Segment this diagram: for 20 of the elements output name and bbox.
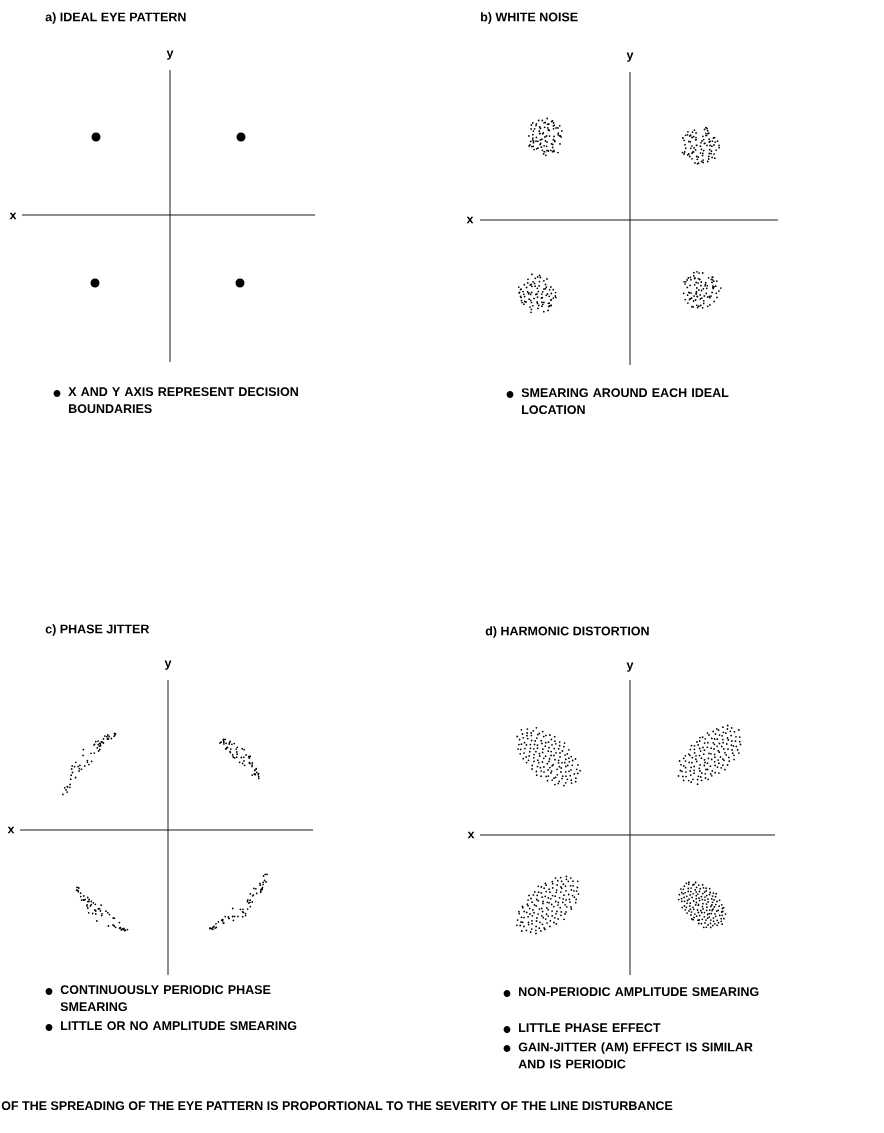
- note-text: LITTLE PHASE EFFECT: [519, 1023, 661, 1033]
- note-text: X AND Y AXIS REPRESENT DECISION BOUNDARIES: [68, 387, 298, 414]
- axis-label: y: [166, 50, 174, 60]
- axis-label: x: [7, 826, 15, 834]
- axis-label: y: [626, 52, 634, 62]
- panel-title: a) IDEAL EYE PATTERN: [45, 12, 186, 24]
- note-text: NON-PERIODIC AMPLITUDE SMEARING: [519, 987, 759, 997]
- footnote-text: OF THE SPREADING OF THE EYE PATTERN IS PROPORTIONAL TO THE SEVERITY OF THE LINE DISTURBANCE: [1, 1101, 673, 1111]
- panel-title: b) WHITE NOISE: [481, 12, 578, 24]
- note-text: GAIN-JITTER (AM) EFFECT IS SIMILAR AND IS PERIODIC: [518, 1042, 753, 1069]
- axis-label: x: [467, 831, 475, 839]
- note-text: SMEARING AROUND EACH IDEAL LOCATION: [521, 388, 729, 415]
- panel-title: d) HARMONIC DISTORTION: [485, 626, 649, 638]
- panel-title: c) PHASE JITTER: [45, 624, 150, 636]
- note-text: CONTINUOUSLY PERIODIC PHASE SMEARING: [60, 985, 271, 1012]
- axis-label: x: [9, 212, 17, 220]
- axis-label: y: [626, 662, 634, 672]
- axis-label: y: [164, 660, 172, 670]
- axis-label: x: [466, 216, 474, 224]
- note-text: LITTLE OR NO AMPLITUDE SMEARING: [61, 1021, 297, 1031]
